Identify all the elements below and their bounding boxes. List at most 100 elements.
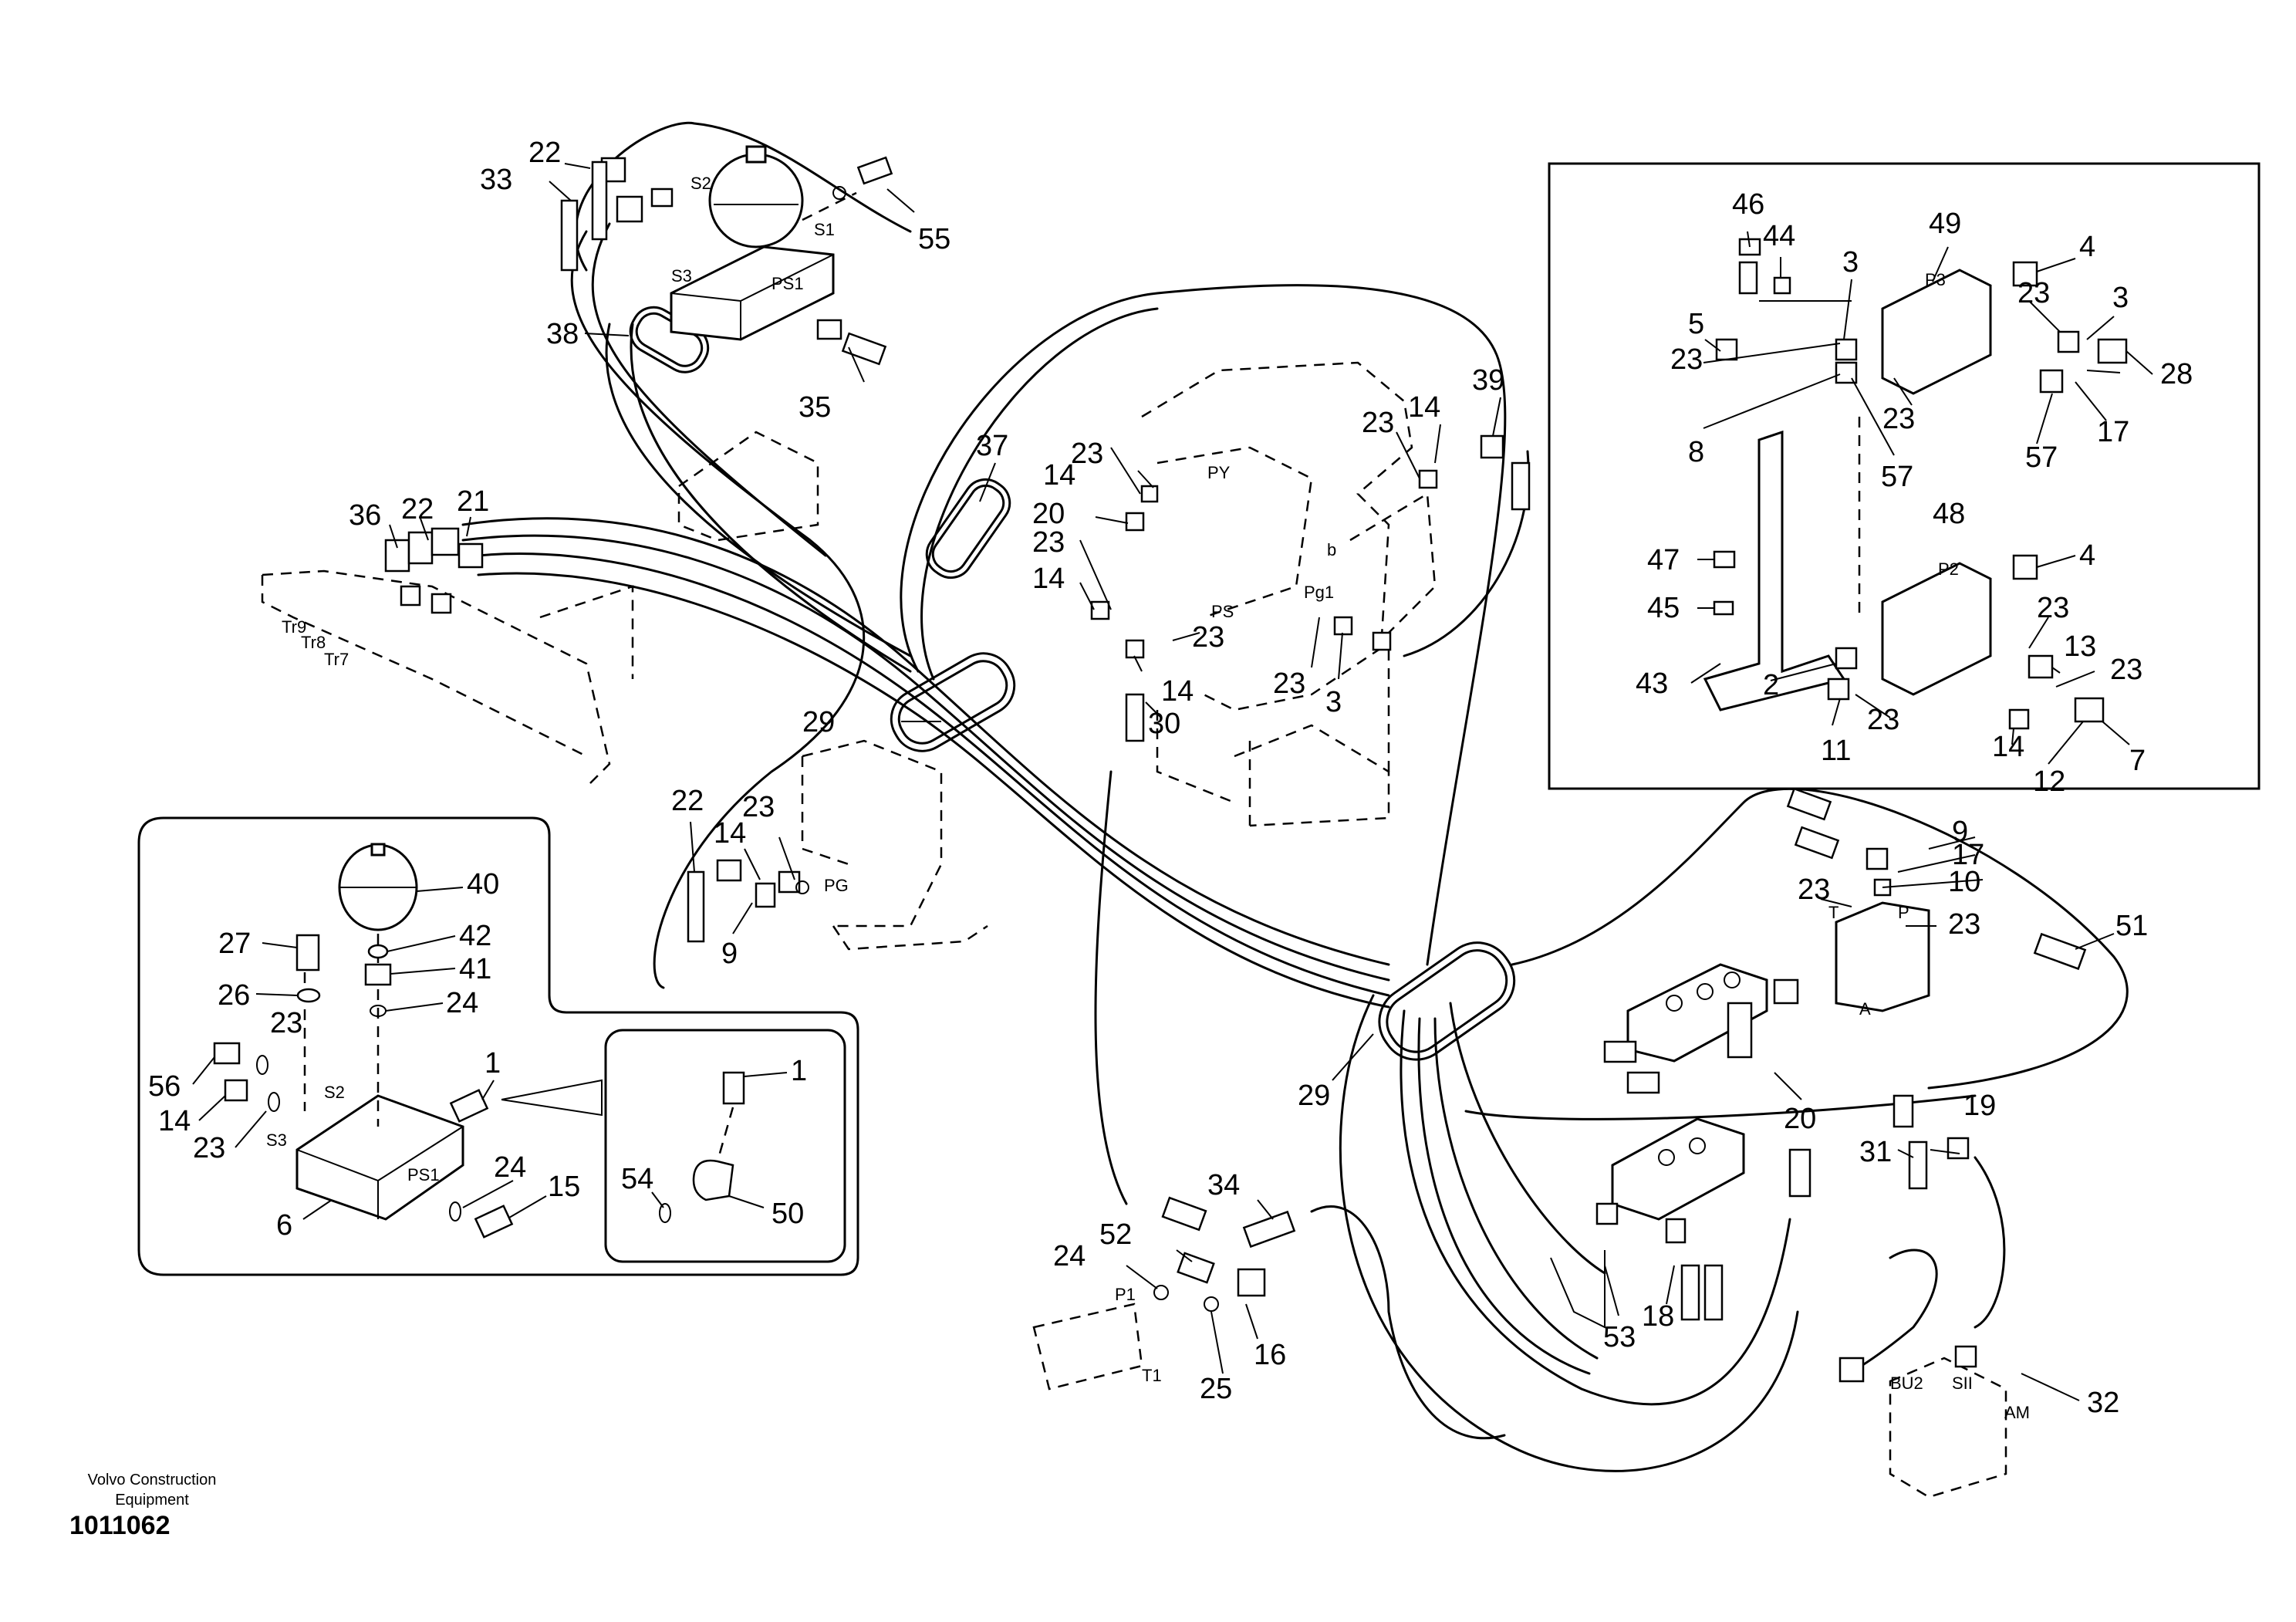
- callout-34: 34: [1207, 1169, 1240, 1201]
- port-label-b: b: [1327, 540, 1336, 559]
- callout-27: 27: [218, 928, 251, 960]
- callout-36: 36: [349, 499, 381, 532]
- callout-57: 57: [1881, 461, 1913, 493]
- callout-4: 4: [2079, 231, 2095, 263]
- callout-14: 14: [1992, 731, 2024, 763]
- callout-15: 15: [548, 1171, 580, 1203]
- callout-5: 5: [1688, 308, 1704, 340]
- callout-18: 18: [1642, 1300, 1674, 1333]
- callout-41: 41: [459, 953, 491, 985]
- port-label-p1: P1: [1115, 1285, 1136, 1304]
- callout-28: 28: [2160, 358, 2193, 390]
- port-label-a: A: [1859, 999, 1871, 1019]
- callout-54: 54: [621, 1163, 653, 1195]
- callout-37: 37: [976, 430, 1008, 462]
- callout-35: 35: [799, 391, 831, 424]
- callout-40: 40: [467, 868, 499, 901]
- callout-23: 23: [1071, 438, 1103, 470]
- port-label-tr8: Tr8: [301, 633, 326, 652]
- document-number: 1011062: [69, 1511, 171, 1540]
- callout-23: 23: [1362, 407, 1394, 439]
- inset-port-label-ps1: PS1: [407, 1165, 440, 1184]
- callout-32: 32: [2087, 1387, 2119, 1419]
- callout-3: 3: [1325, 686, 1342, 718]
- callout-1: 1: [485, 1047, 501, 1080]
- leader-lines: [192, 163, 2153, 1401]
- callout-16: 16: [1254, 1339, 1286, 1371]
- callout-24: 24: [494, 1151, 526, 1184]
- callout-23: 23: [1670, 343, 1703, 376]
- callout-22: 22: [528, 137, 561, 169]
- callout-23: 23: [193, 1132, 225, 1164]
- callout-6: 6: [276, 1209, 292, 1242]
- callout-21: 21: [457, 485, 489, 518]
- callout-23: 23: [1032, 526, 1065, 559]
- hose-clamps: [629, 306, 1516, 1061]
- callout-3: 3: [1842, 246, 1859, 279]
- callout-14: 14: [714, 817, 746, 850]
- callout-55: 55: [918, 223, 950, 255]
- port-label-tr9: Tr9: [282, 617, 306, 637]
- callout-9: 9: [721, 938, 738, 970]
- callout-42: 42: [459, 920, 491, 952]
- callout-31: 31: [1859, 1136, 1892, 1168]
- callout-13: 13: [2064, 630, 2096, 663]
- callout-14: 14: [1408, 391, 1440, 424]
- port-label-bu2: BU2: [1890, 1374, 1923, 1393]
- accumulator-block-top: PS1 S2 S1 S3: [560, 145, 893, 366]
- callout-46: 46: [1732, 188, 1764, 221]
- callout-23: 23: [1882, 403, 1915, 435]
- port-label-pg: PG: [824, 876, 849, 895]
- callout-14: 14: [158, 1105, 191, 1137]
- port-label-s1: S1: [814, 220, 835, 239]
- callout-22: 22: [401, 493, 434, 525]
- callout-39: 39: [1472, 364, 1504, 397]
- travel-valve-left: Tr9 Tr8 Tr7: [261, 527, 611, 788]
- callout-17: 17: [2097, 416, 2129, 448]
- callout-30: 30: [1148, 708, 1180, 740]
- port-label-p3: P3: [1925, 270, 1946, 289]
- callout-23: 23: [1867, 704, 1899, 736]
- callout-23: 23: [2110, 654, 2142, 686]
- port-label-s3: S3: [671, 266, 692, 286]
- callout-7: 7: [2129, 745, 2146, 777]
- callout-25: 25: [1200, 1373, 1232, 1405]
- callout-23: 23: [1798, 874, 1830, 906]
- callout-4: 4: [2079, 539, 2095, 572]
- fittings-lower-left: [687, 859, 809, 943]
- callout-12: 12: [2033, 765, 2065, 798]
- callout-20: 20: [1032, 498, 1065, 530]
- inset-valve-bracket: P3 P2: [1548, 162, 2261, 790]
- callout-3: 3: [2112, 282, 2129, 314]
- callout-33: 33: [480, 164, 512, 196]
- callout-17: 17: [1952, 839, 1984, 871]
- callout-23: 23: [2037, 592, 2069, 624]
- port-label-p: P: [1898, 903, 1909, 922]
- callout-2: 2: [1763, 669, 1779, 701]
- port-label-py: PY: [1207, 463, 1231, 482]
- port-label-tr7: Tr7: [324, 650, 349, 669]
- callout-23: 23: [742, 791, 775, 823]
- callout-50: 50: [772, 1198, 804, 1230]
- callout-48: 48: [1933, 498, 1965, 530]
- callout-23: 23: [1192, 621, 1224, 654]
- port-label-p2: P2: [1938, 559, 1959, 579]
- callout-49: 49: [1929, 208, 1961, 240]
- callout-1: 1: [791, 1055, 807, 1087]
- control-valve-outline: PY PS Pg1 b PG: [539, 361, 1531, 951]
- callout-56: 56: [148, 1070, 181, 1103]
- port-label-ps: PS: [1211, 602, 1234, 621]
- callout-45: 45: [1647, 592, 1680, 624]
- callout-14: 14: [1043, 459, 1075, 492]
- inset-port-label-s3: S3: [266, 1130, 287, 1150]
- callout-23: 23: [270, 1007, 302, 1039]
- inset-accumulator-assembly: S2 S3 PS1: [137, 816, 859, 1276]
- inset-port-label-s2: S2: [324, 1083, 345, 1102]
- callout-11: 11: [1821, 735, 1851, 767]
- callout-numbers: 22 33 38 55 35 37 36 22 21 29 23 14 20 2…: [148, 137, 2193, 1419]
- callout-22: 22: [671, 785, 704, 817]
- callout-51: 51: [2115, 910, 2148, 942]
- callout-20: 20: [1784, 1103, 1816, 1135]
- callout-10: 10: [1948, 866, 1980, 898]
- callout-23: 23: [1948, 908, 1980, 941]
